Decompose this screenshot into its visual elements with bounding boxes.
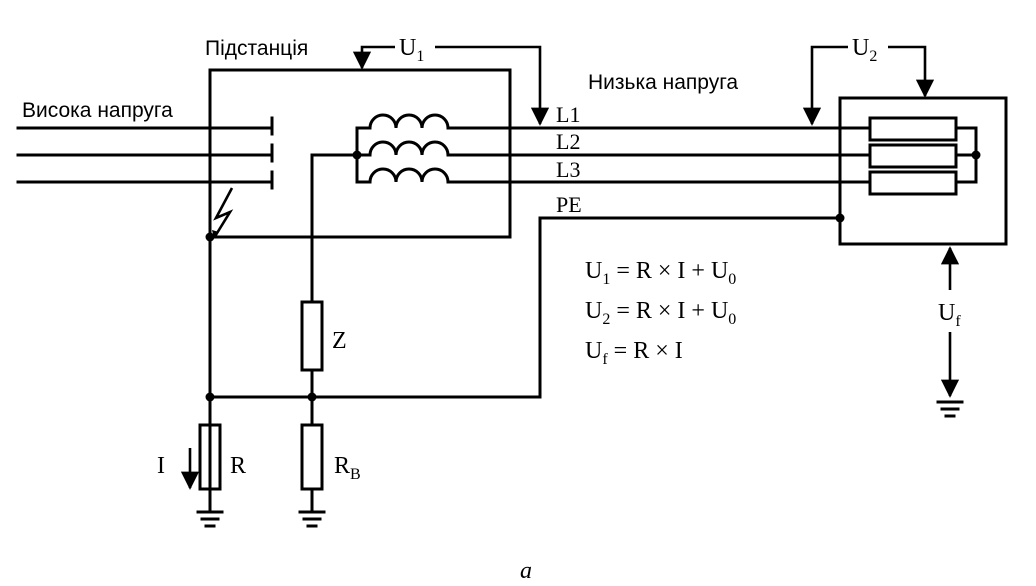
formula-3: Uf = R × I (585, 338, 683, 368)
consumer-box (835, 96, 1008, 246)
substation-label: Підстанція (205, 37, 308, 60)
low-voltage-lines (456, 126, 872, 399)
rb-label: RB (334, 453, 361, 483)
impedance-z (300, 300, 324, 372)
formula-2: U2 = R × I + U0 (585, 298, 736, 328)
load-resistor (868, 170, 958, 196)
low-voltage-label: Низька напруга (588, 71, 738, 94)
ground-bus (198, 232, 542, 512)
formula-1: U1 = R × I + U0 (585, 258, 736, 288)
z-label: Z (332, 328, 347, 354)
uf-label: Uf (938, 300, 961, 330)
ground-icon (196, 510, 224, 528)
l3-label: L3 (556, 157, 580, 182)
r-label: R (230, 453, 246, 479)
l2-label: L2 (556, 129, 580, 154)
high-voltage-lines (16, 116, 274, 190)
current-label: I (157, 453, 165, 479)
l1-label: L1 (556, 102, 580, 127)
u2-label: U2 (852, 35, 877, 65)
ground-icon (936, 400, 964, 418)
resistor-rb (300, 423, 324, 491)
load-resistor (868, 116, 958, 142)
substation-box (208, 68, 512, 512)
u1-label: U1 (399, 35, 424, 65)
u2-arrow (802, 45, 935, 126)
high-voltage-label: Висока напруга (22, 99, 173, 122)
pe-label: PE (556, 192, 582, 217)
transformer (352, 113, 460, 184)
fault-lightning-icon (212, 187, 234, 239)
u1-arrow (352, 45, 550, 126)
ground-icon (298, 510, 326, 528)
load-resistor (868, 143, 958, 169)
figure-caption: a (520, 558, 532, 584)
